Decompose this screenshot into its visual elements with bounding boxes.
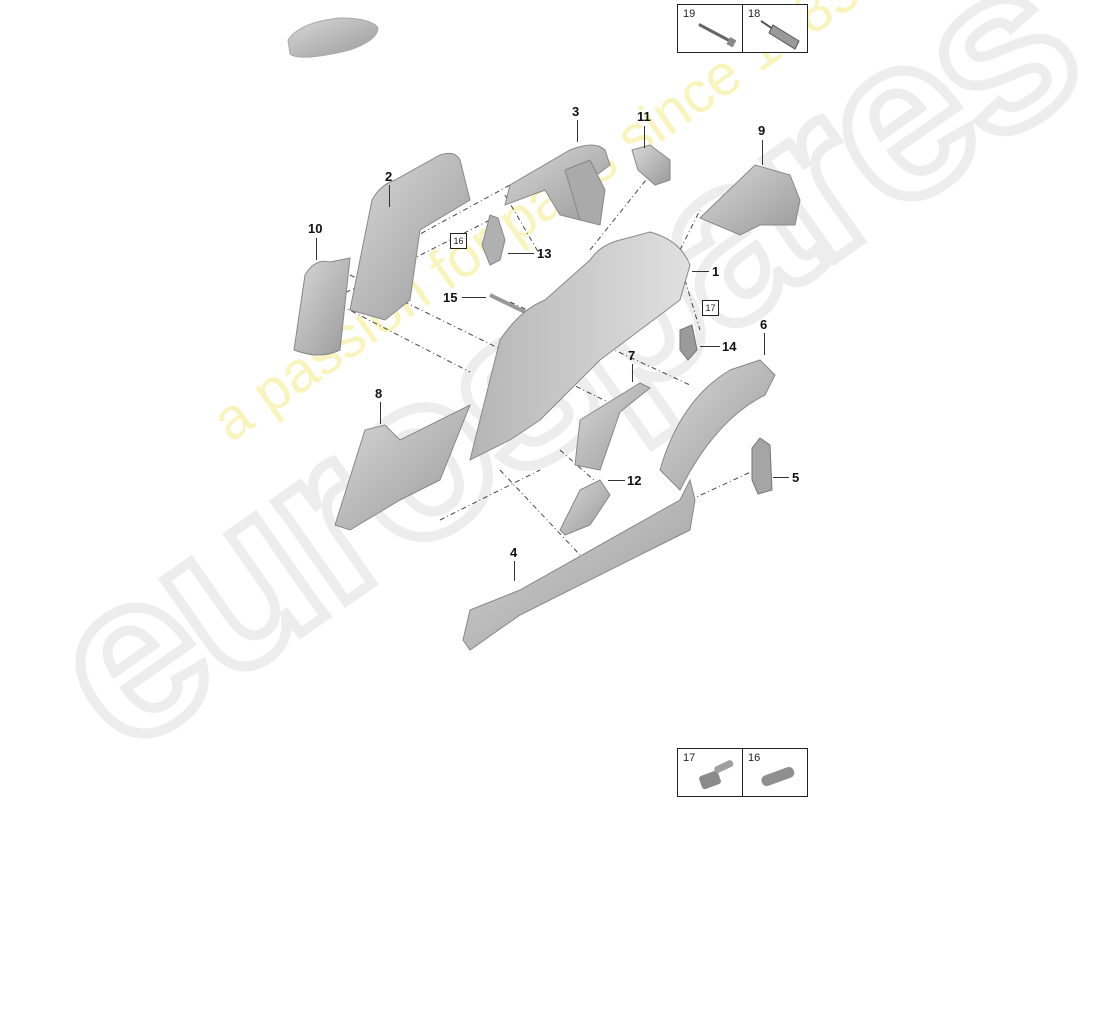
leader-line xyxy=(762,140,763,165)
leader-line xyxy=(700,346,720,347)
callout-part-12[interactable]: 12 xyxy=(627,473,642,488)
legend-item-16[interactable]: 16 xyxy=(742,749,807,796)
callout-part-4[interactable]: 4 xyxy=(510,545,518,560)
leader-line xyxy=(316,238,317,260)
legend-item-17[interactable]: 17 xyxy=(678,749,742,796)
rivet-pin-icon xyxy=(698,23,737,48)
clip-fastener-icon xyxy=(699,760,734,790)
leader-line xyxy=(644,126,645,148)
callout-part-13[interactable]: 13 xyxy=(537,246,552,261)
leader-line xyxy=(773,477,789,478)
callout-part-7[interactable]: 7 xyxy=(628,348,636,363)
callout-part-8[interactable]: 8 xyxy=(375,386,383,401)
legend-number: 19 xyxy=(683,8,696,20)
callout-part-10[interactable]: 10 xyxy=(308,221,323,236)
leader-line xyxy=(608,480,625,481)
box-ref-16[interactable]: 16 xyxy=(450,233,467,249)
leader-line xyxy=(389,185,390,207)
leader-line xyxy=(508,253,534,254)
callout-part-15[interactable]: 15 xyxy=(443,290,458,305)
callout-part-14[interactable]: 14 xyxy=(722,339,737,354)
callout-part-2[interactable]: 2 xyxy=(385,169,393,184)
leader-line xyxy=(632,364,633,382)
parts-diagram: eurospares a passion for parts since 198… xyxy=(0,0,1100,803)
legend-number: 18 xyxy=(748,8,761,20)
leader-line xyxy=(380,402,381,424)
callout-part-6[interactable]: 6 xyxy=(760,317,768,332)
legend-top: 19 18 xyxy=(677,4,808,53)
leader-line xyxy=(514,561,515,581)
callout-part-5[interactable]: 5 xyxy=(792,470,800,485)
leader-line xyxy=(462,297,486,298)
exploded-parts-artwork xyxy=(287,17,801,651)
threaded-bolt-icon xyxy=(761,766,795,787)
callout-part-9[interactable]: 9 xyxy=(758,123,766,138)
legend-item-19[interactable]: 19 xyxy=(678,5,742,52)
legend-number: 17 xyxy=(683,752,696,764)
callout-part-1[interactable]: 1 xyxy=(712,264,720,279)
adhesive-tube-icon xyxy=(760,20,800,50)
car-silhouette-icon xyxy=(287,17,379,58)
leader-line xyxy=(692,271,709,272)
box-ref-17[interactable]: 17 xyxy=(702,300,719,316)
legend-item-18[interactable]: 18 xyxy=(742,5,807,52)
callout-part-3[interactable]: 3 xyxy=(572,104,580,119)
legend-number: 16 xyxy=(748,752,761,764)
leader-line xyxy=(764,333,765,355)
leader-line xyxy=(577,120,578,142)
callout-part-11[interactable]: 11 xyxy=(637,109,651,124)
legend-bottom: 17 16 xyxy=(677,748,808,797)
